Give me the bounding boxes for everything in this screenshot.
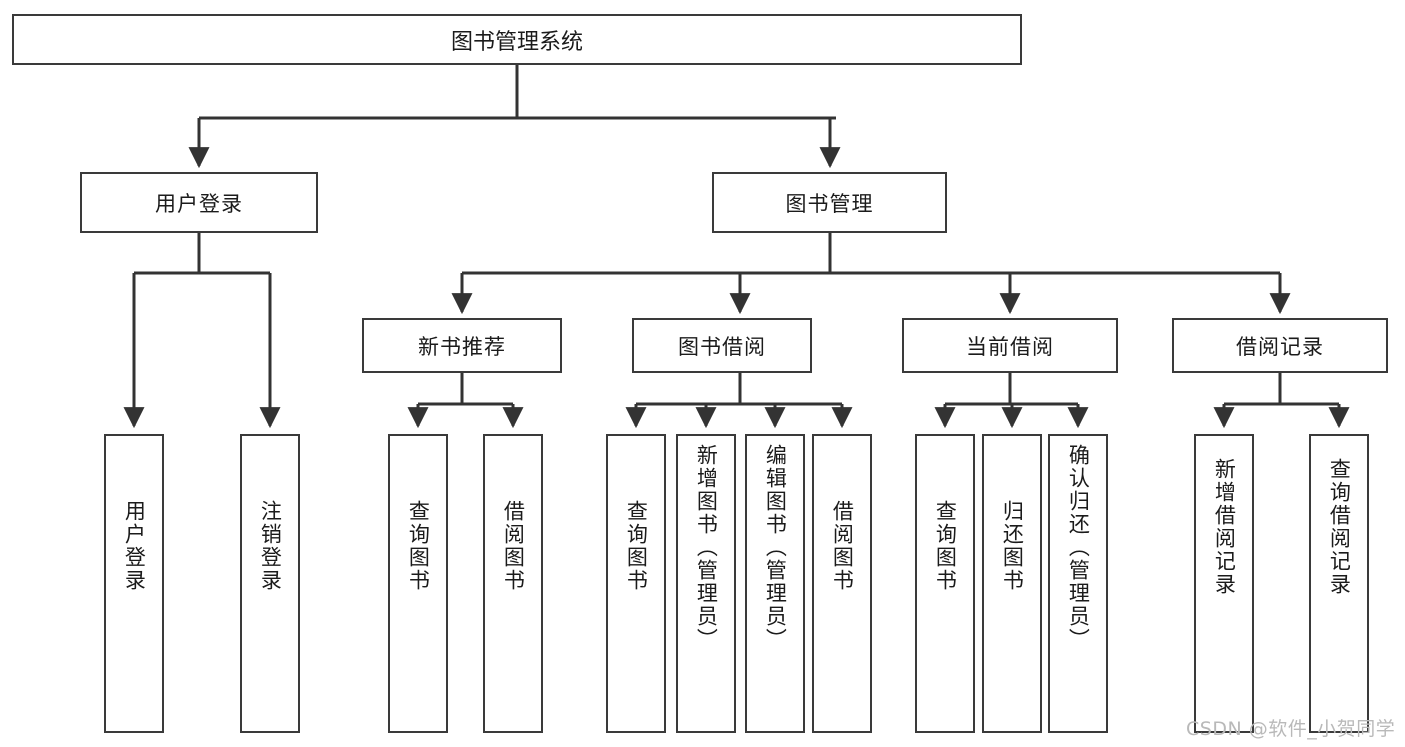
node-book-borrow[interactable]: 图书借阅 bbox=[632, 318, 812, 373]
node-current-borrow[interactable]: 当前借阅 bbox=[902, 318, 1118, 373]
leaf-user-login-label: 用户登录 bbox=[122, 500, 147, 592]
leaf-query-book-1[interactable]: 查询图书 bbox=[388, 434, 448, 733]
node-borrow-record-label: 借阅记录 bbox=[1236, 334, 1324, 359]
leaf-edit-book-admin[interactable]: 编辑图书（管理员） bbox=[745, 434, 805, 733]
node-current-borrow-label: 当前借阅 bbox=[966, 334, 1054, 359]
node-book-borrow-label: 图书借阅 bbox=[678, 334, 766, 359]
leaf-add-book-admin[interactable]: 新增图书（管理员） bbox=[676, 434, 736, 733]
node-book-manage[interactable]: 图书管理 bbox=[712, 172, 947, 233]
leaf-confirm-return-admin[interactable]: 确认归还（管理员） bbox=[1048, 434, 1108, 733]
leaf-borrow-book-1-label: 借阅图书 bbox=[501, 500, 526, 592]
node-new-book-recommend-label: 新书推荐 bbox=[418, 334, 506, 359]
leaf-add-borrow-record[interactable]: 新增借阅记录 bbox=[1194, 434, 1254, 733]
watermark: CSDN @软件_小贺同学 bbox=[1186, 718, 1396, 740]
leaf-return-book-label: 归还图书 bbox=[1000, 500, 1025, 592]
node-root[interactable]: 图书管理系统 bbox=[12, 14, 1022, 65]
node-book-manage-label: 图书管理 bbox=[785, 191, 874, 216]
leaf-borrow-book-1[interactable]: 借阅图书 bbox=[483, 434, 543, 733]
leaf-query-book-3[interactable]: 查询图书 bbox=[915, 434, 975, 733]
leaf-user-login[interactable]: 用户登录 bbox=[104, 434, 164, 733]
leaf-query-book-2[interactable]: 查询图书 bbox=[606, 434, 666, 733]
leaf-confirm-return-admin-label: 确认归还（管理员） bbox=[1066, 444, 1091, 651]
leaf-query-book-2-label: 查询图书 bbox=[624, 500, 649, 592]
leaf-logout-login-label: 注销登录 bbox=[258, 500, 283, 592]
leaf-query-borrow-record-label: 查询借阅记录 bbox=[1327, 458, 1352, 596]
leaf-add-book-admin-label: 新增图书（管理员） bbox=[694, 444, 719, 651]
leaf-query-book-1-label: 查询图书 bbox=[406, 500, 431, 592]
node-root-label: 图书管理系统 bbox=[450, 29, 583, 55]
leaf-borrow-book-2[interactable]: 借阅图书 bbox=[812, 434, 872, 733]
node-user-login-label: 用户登录 bbox=[155, 191, 243, 216]
leaf-add-borrow-record-label: 新增借阅记录 bbox=[1212, 458, 1237, 596]
leaf-borrow-book-2-label: 借阅图书 bbox=[830, 500, 855, 592]
leaf-query-borrow-record[interactable]: 查询借阅记录 bbox=[1309, 434, 1369, 733]
node-borrow-record[interactable]: 借阅记录 bbox=[1172, 318, 1388, 373]
node-user-login[interactable]: 用户登录 bbox=[80, 172, 318, 233]
leaf-edit-book-admin-label: 编辑图书（管理员） bbox=[763, 444, 788, 651]
leaf-query-book-3-label: 查询图书 bbox=[933, 500, 958, 592]
leaf-logout-login[interactable]: 注销登录 bbox=[240, 434, 300, 733]
node-new-book-recommend[interactable]: 新书推荐 bbox=[362, 318, 562, 373]
leaf-return-book[interactable]: 归还图书 bbox=[982, 434, 1042, 733]
